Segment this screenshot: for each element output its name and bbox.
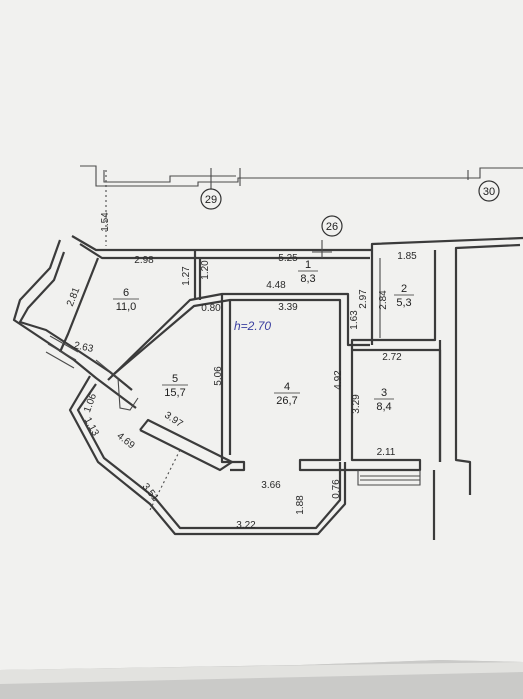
dimension-label: 2.11: [377, 447, 396, 458]
dimension-label: 5.06: [213, 366, 224, 386]
svg-text:1: 1: [305, 259, 311, 271]
dimension-label: 1.20: [200, 260, 211, 280]
paper-sheet: [0, 0, 523, 670]
paper-edge: [0, 662, 523, 684]
axis-label: 29: [205, 194, 217, 206]
dimension-label: 2.72: [382, 352, 402, 363]
dimension-label: 3.22: [236, 520, 256, 531]
dimension-label: 1.63: [349, 310, 360, 330]
dimension-label: 4.48: [266, 280, 286, 291]
svg-text:4: 4: [284, 381, 290, 393]
dimension-lines: [105, 170, 381, 511]
svg-text:11,0: 11,0: [116, 301, 137, 313]
svg-text:8,3: 8,3: [300, 273, 315, 285]
svg-text:3: 3: [381, 387, 387, 399]
dimension-label: 3.29: [351, 394, 362, 414]
ceiling-height-note: h=2.70: [234, 319, 271, 333]
room-5: 5 15,7: [162, 373, 188, 399]
dimension-label: 2.98: [134, 255, 154, 266]
room-3: 3 8,4: [374, 387, 394, 413]
svg-text:8,4: 8,4: [376, 401, 391, 413]
axis-label: 26: [326, 221, 338, 233]
svg-text:2: 2: [401, 283, 407, 295]
axis-marker-29: 29: [200, 188, 222, 210]
dimension-label: 2.84: [378, 290, 389, 310]
axis-label: 30: [483, 186, 495, 198]
dimension-label: 5.25: [278, 253, 298, 264]
svg-text:5,3: 5,3: [396, 297, 411, 309]
dimension-label: 1.54: [100, 212, 111, 232]
dimension-label: 0.80: [201, 303, 221, 314]
svg-text:6: 6: [123, 287, 129, 299]
top-wall: [80, 165, 523, 190]
dimension-label: 2.97: [358, 289, 369, 309]
room-2: 2 5,3: [394, 283, 414, 309]
interior-walls: [95, 250, 442, 486]
axis-marker-30: 30: [478, 180, 500, 202]
dimension-label: 1.85: [397, 251, 417, 262]
dimension-label: 4.92: [333, 370, 344, 390]
svg-text:15,7: 15,7: [164, 387, 185, 399]
dimension-label: 1.27: [181, 266, 192, 286]
room-4: 4 26,7: [274, 381, 300, 407]
outer-walls: [12, 235, 523, 540]
dimension-label: 3.39: [278, 302, 298, 313]
dimension-label: 3.66: [261, 480, 281, 491]
axis-marker-26: 26: [321, 215, 343, 237]
svg-text:26,7: 26,7: [276, 395, 297, 407]
dimension-label: 2.63: [73, 340, 95, 355]
room-1: 1 8,3: [298, 259, 318, 285]
dimension-label: 0.76: [331, 479, 342, 499]
dimension-label: 1.88: [295, 495, 306, 515]
svg-text:5: 5: [172, 373, 178, 385]
hatching: [45, 335, 420, 481]
room-6: 6 11,0: [113, 287, 139, 313]
